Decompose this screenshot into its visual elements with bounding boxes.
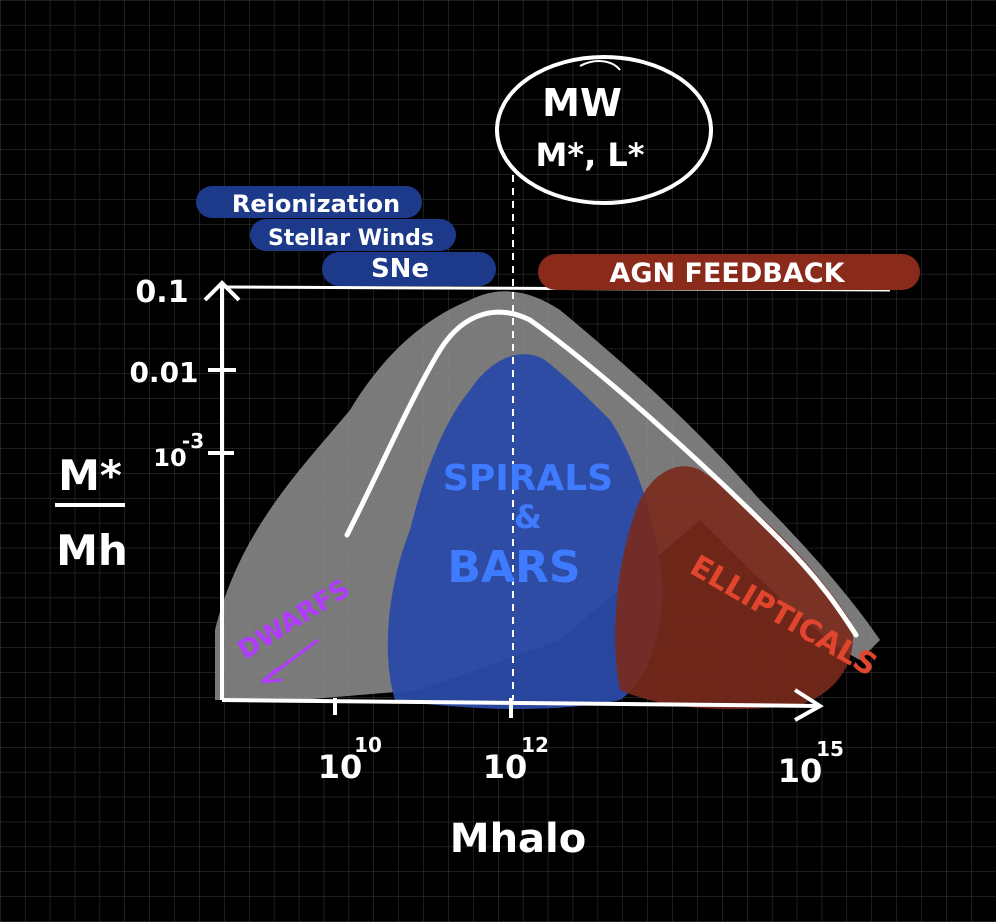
x-axis-arrowhead: [793, 688, 824, 722]
x-tick-label-1e15-base: 10: [778, 752, 823, 790]
bars-label: BARS: [447, 542, 580, 593]
y-tick-label-1e-3-base: 10: [153, 444, 186, 472]
spirals-ampersand: &: [514, 498, 542, 536]
spirals-label: SPIRALS: [443, 458, 613, 499]
x-tick-label-1e10-base: 10: [318, 748, 363, 786]
x-tick-label-1e15-exp: 15: [816, 737, 844, 761]
agn-feedback-label: AGN FEEDBACK: [609, 258, 845, 289]
stellar-winds-label: Stellar Winds: [268, 226, 434, 251]
x-axis: [221, 698, 821, 708]
mw-mass-luminosity-label: M*, L*: [536, 136, 645, 174]
y-axis-label-denominator: Mh: [56, 526, 128, 575]
stellar-halo-relation-curve: [344, 309, 859, 638]
x-tick-label-1e10-exp: 10: [354, 733, 382, 757]
y-tick-label-1e-3-exp: -3: [182, 429, 204, 453]
reionization-label: Reionization: [232, 190, 400, 218]
x-axis-label: Mhalo: [450, 816, 586, 862]
y-tick-label-0.1: 0.1: [135, 275, 188, 310]
y-axis-arrowhead: [203, 280, 241, 302]
mw-label: MW: [542, 81, 622, 125]
y-tick-label-0.01: 0.01: [129, 356, 198, 389]
ellipticals-region: [615, 466, 853, 710]
agn-pill: [538, 254, 920, 290]
sne-pill: [322, 252, 496, 286]
stellar-winds-pill: [250, 219, 456, 251]
y-axis-label-numerator: M*: [58, 451, 122, 500]
reionization-pill: [196, 186, 422, 218]
dwarfs-arrow: [261, 638, 319, 684]
x-tick-label-1e12-exp: 12: [521, 733, 549, 757]
x-tick-label-1e12-base: 10: [483, 748, 528, 786]
sne-label: SNe: [371, 254, 429, 284]
mw-bubble-tail: [579, 60, 621, 71]
mw-bubble: [495, 55, 713, 205]
spirals-region: [387, 354, 663, 709]
